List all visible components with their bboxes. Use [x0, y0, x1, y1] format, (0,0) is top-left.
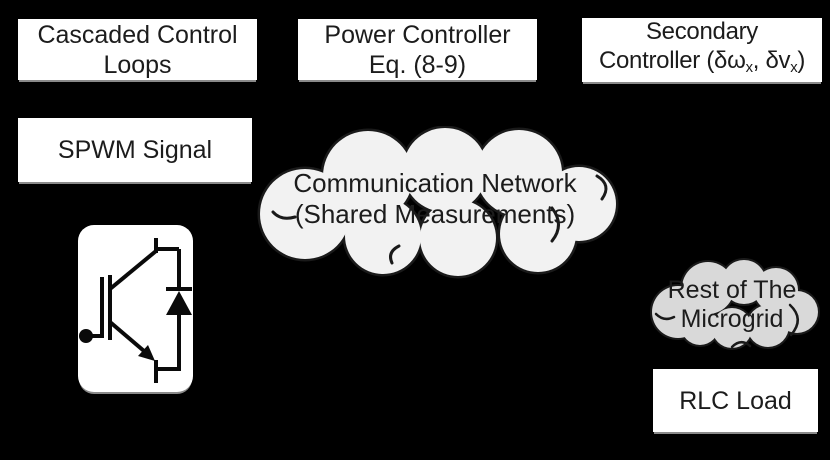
- cascaded-control-loops-label-line1: Cascaded Control: [37, 20, 238, 49]
- secondary-controller-label-line2: Controller (δωx, δvx): [599, 46, 805, 83]
- secondary-line2-mid: , δv: [752, 46, 791, 74]
- communication-network-label: Communication Network (Shared Measuremen…: [270, 168, 600, 230]
- communication-network-label-line2: (Shared Measurements): [294, 199, 576, 229]
- rest-of-microgrid-label: Rest of The Microgrid: [662, 276, 802, 334]
- rlc-load-box: RLC Load: [653, 369, 818, 432]
- spwm-signal-box: SPWM Signal: [18, 118, 252, 182]
- secondary-line2-subscript2: x: [790, 60, 798, 77]
- secondary-line2-prefix: Controller (δω: [598, 46, 746, 74]
- power-controller-label-line2: Eq. (8-9): [368, 50, 467, 79]
- cascaded-control-loops-box: Cascaded Control Loops: [18, 19, 257, 80]
- communication-cloud-curl-details: [271, 174, 608, 265]
- communication-network-cloud: [257, 126, 619, 279]
- secondary-line2-subscript1: x: [745, 60, 753, 77]
- igbt-with-antiparallel-diode-icon: [79, 238, 192, 383]
- rlc-load-label: RLC Load: [679, 386, 792, 415]
- rest-of-microgrid-cloud: [650, 258, 820, 350]
- cascaded-control-loops-label-line2: Loops: [103, 50, 172, 79]
- secondary-line2-suffix: ): [797, 46, 806, 74]
- microgrid-cloud-curl-details: [654, 303, 799, 349]
- rest-of-microgrid-label-line1: Rest of The: [667, 276, 797, 304]
- rest-of-microgrid-label-line2: Microgrid: [680, 305, 784, 333]
- secondary-controller-label-line1: Secondary: [645, 17, 759, 45]
- spwm-signal-label: SPWM Signal: [57, 136, 213, 164]
- power-controller-label-line1: Power Controller: [324, 20, 511, 49]
- secondary-controller-box: Secondary Controller (δωx, δvx): [582, 18, 822, 82]
- power-controller-box: Power Controller Eq. (8-9): [298, 19, 537, 80]
- communication-network-label-line1: Communication Network: [293, 168, 577, 198]
- inverter-block: [78, 225, 193, 392]
